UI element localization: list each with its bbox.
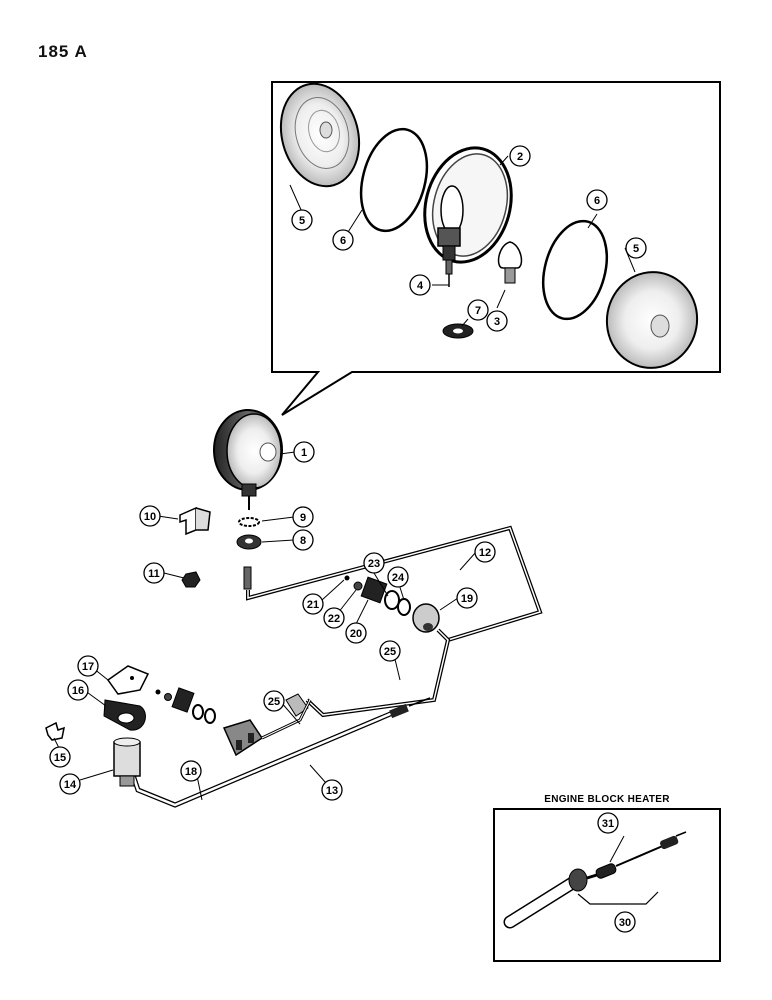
callout-18: 18 [180,760,202,782]
washer-7 [442,323,474,339]
callout-label: 30 [619,917,631,929]
connector-upper [285,693,309,717]
callout-label: 24 [392,572,405,584]
holder-14 [113,737,141,787]
callout-label: 12 [479,547,491,559]
callout-label: 19 [461,593,473,605]
callout-9: 9 [292,506,314,528]
callout-label: 10 [144,511,156,523]
callout-30: 30 [614,911,636,933]
callout-25: 25 [379,640,401,662]
nut-8 [236,534,262,550]
callout-4: 4 [409,274,431,296]
callout-label: 2 [517,151,523,163]
callout-label: 7 [475,305,481,317]
callout-5: 5 [625,237,647,259]
clamp-16 [103,699,146,731]
callout-label: 25 [384,646,396,658]
callout-label: 23 [368,558,380,570]
callout-1: 1 [293,441,315,463]
callout-label: 6 [340,235,346,247]
callout-7: 7 [467,299,489,321]
gasket-right [542,219,608,321]
callout-label: 5 [633,243,639,255]
nut-11 [181,571,201,588]
callout-label: 15 [54,752,66,764]
main-harness [125,697,431,808]
page-number: 185 A [38,42,88,61]
callout-label: 11 [148,568,160,580]
callout-3: 3 [486,310,508,332]
callout-16: 16 [67,679,89,701]
callout-21: 21 [302,593,324,615]
callout-5: 5 [291,209,313,231]
leader-lines [53,155,636,863]
callout-label: 18 [185,766,197,778]
callout-13: 13 [321,779,343,801]
callout-label: 9 [300,512,306,524]
callout-6: 6 [586,189,608,211]
bulb [497,241,523,284]
callout-24: 24 [387,566,409,588]
callout-label: 14 [64,779,77,791]
callout-label: 4 [417,280,424,292]
engine-block-heater-inset [493,808,721,962]
callout-6: 6 [332,229,354,251]
callout-label: 3 [494,316,500,328]
callout-10: 10 [139,505,161,527]
callout-label: 1 [301,447,307,459]
lens-right [605,271,699,369]
callout-2: 2 [509,145,531,167]
wire-stud [243,566,252,590]
assembled-lamp [213,409,283,510]
callout-label: 6 [594,195,600,207]
callout-23: 23 [363,552,385,574]
lockwasher-9 [238,517,260,527]
clip-15 [45,721,65,741]
callout-label: 31 [602,818,614,830]
bracket-17 [106,665,150,695]
callout-20: 20 [345,622,367,644]
gasket-left [359,127,429,233]
callout-15: 15 [49,746,71,768]
callout-22: 22 [323,607,345,629]
bracket-10 [179,506,211,536]
callout-31: 31 [597,812,619,834]
inset-title: ENGINE BLOCK HEATER [544,794,670,805]
callout-19: 19 [456,587,478,609]
switch-wire [305,628,451,718]
callout-label: 25 [268,696,280,708]
callout-label: 17 [82,661,94,673]
callout-label: 13 [326,785,338,797]
callout-12: 12 [474,541,496,563]
callout-label: 8 [300,535,306,547]
lamp-housing [423,146,513,287]
callout-label: 20 [350,628,362,640]
callout-25: 25 [263,690,285,712]
callout-label: 5 [299,215,305,227]
callout-17: 17 [77,655,99,677]
callout-label: 16 [72,685,84,697]
harness-to-switch [261,699,312,740]
lower-switch-assembly [155,687,264,757]
callout-label: 22 [328,613,340,625]
lamp-harness [246,525,543,642]
callout-8: 8 [292,529,314,551]
callout-11: 11 [143,562,165,584]
callout-label: 21 [307,599,319,611]
lens-left [279,82,361,188]
callout-14: 14 [59,773,81,795]
